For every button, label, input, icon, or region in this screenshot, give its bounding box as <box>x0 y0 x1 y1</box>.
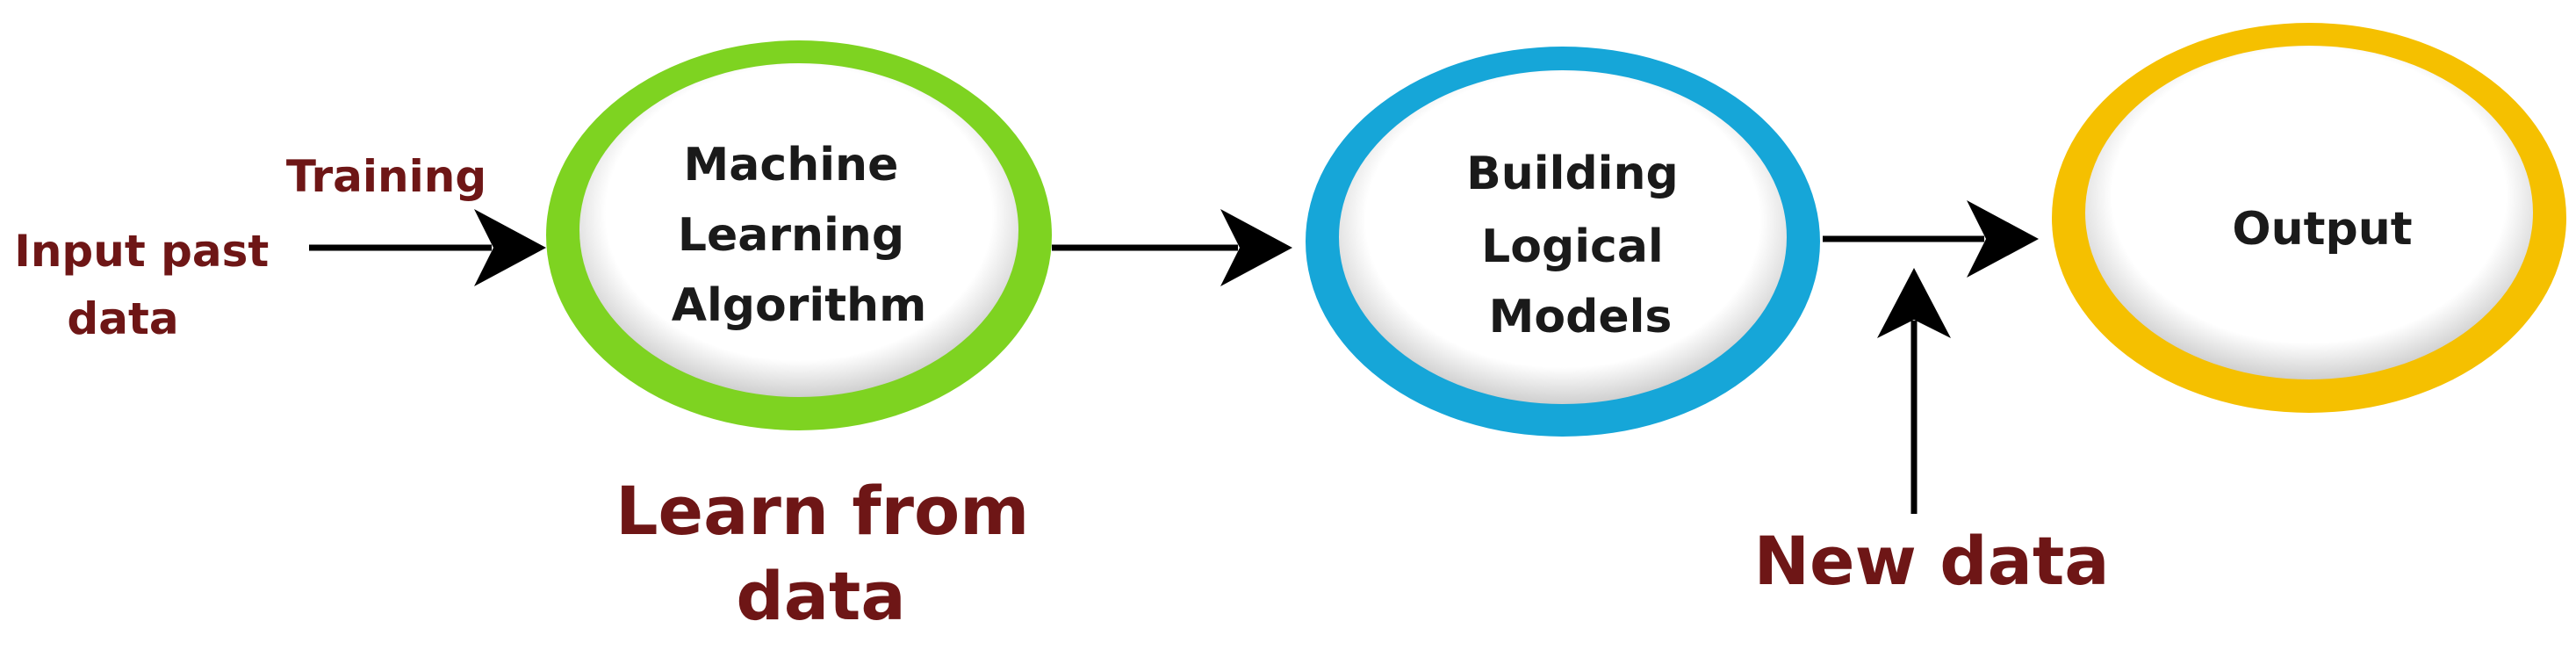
output-label: Output <box>2232 203 2412 256</box>
training-label: Training <box>286 151 486 202</box>
logical-models-line3: Models <box>1489 291 1673 343</box>
input-arrow <box>309 209 546 286</box>
svg-text:Input past data: Input past data <box>14 226 284 344</box>
logical-models-line1: Building <box>1466 148 1679 200</box>
new-data-arrowhead <box>1877 268 1951 338</box>
input-arrowhead <box>474 209 546 286</box>
models-to-output-arrowhead <box>1967 200 2039 278</box>
ml-algorithm-line3: Algorithm <box>672 279 927 332</box>
output-node: Output <box>2052 23 2566 413</box>
svg-text:Machine Learning A: Machine Learning Algorithm <box>672 139 927 332</box>
ml-algorithm-inner <box>579 63 1018 397</box>
models-to-output-arrow <box>1823 200 2039 278</box>
ml-algorithm-line1: Machine <box>684 139 899 191</box>
input-past-data-line1: Input past <box>14 226 269 277</box>
new-data-arrow <box>1877 268 1951 514</box>
output-inner <box>2085 46 2533 379</box>
logical-models-inner <box>1339 70 1787 404</box>
ml-algorithm-line2: Learning <box>678 209 904 262</box>
input-past-data-line2: data <box>67 293 178 344</box>
new-data-label: New data <box>1753 522 2109 600</box>
svg-text:Building Logical M: Building Logical Models <box>1466 148 1695 343</box>
ml-algorithm-node: Machine Learning Algorithm <box>546 40 1052 430</box>
ml-to-models-arrow <box>1052 209 1292 286</box>
svg-text:Output: Output <box>2232 203 2412 256</box>
logical-models-line2: Logical <box>1481 220 1664 273</box>
logical-models-node: Building Logical Models <box>1306 47 1820 437</box>
learn-from-data-line1: Learn from <box>615 472 1029 550</box>
svg-text:Learn from data: Learn from data <box>615 472 1053 635</box>
learn-from-data-line2: data <box>736 557 905 635</box>
ml-to-models-arrowhead <box>1220 209 1292 286</box>
